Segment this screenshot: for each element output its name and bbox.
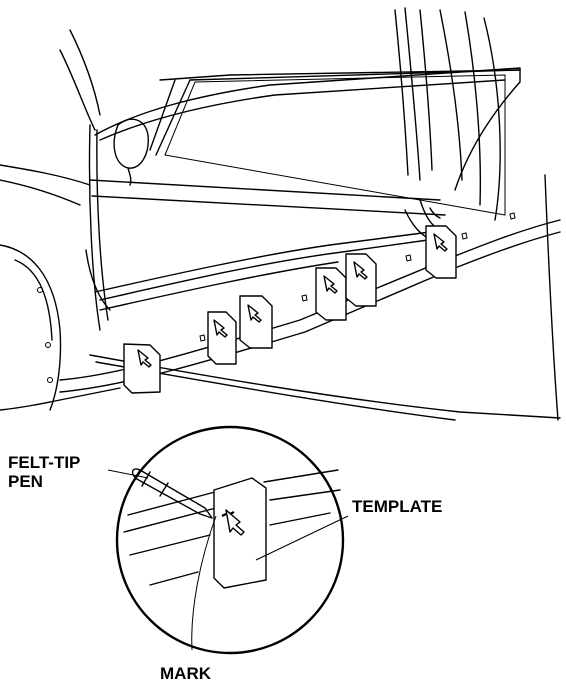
front-fender	[0, 29, 101, 411]
template-1	[123, 343, 161, 394]
mark-label: MARK	[160, 664, 211, 683]
template-4	[315, 267, 347, 321]
template-2	[207, 311, 237, 365]
felt-tip-pen-label-line1: FELT-TIP	[8, 453, 81, 472]
felt-tip-pen-label: FELT-TIP PEN	[8, 453, 80, 491]
sill-templates	[123, 225, 457, 394]
front-door	[0, 67, 561, 421]
template-label: TEMPLATE	[352, 497, 443, 516]
detail-magnifier	[115, 425, 345, 655]
template-3	[239, 295, 273, 349]
leader-lines	[107, 469, 349, 651]
template-5	[345, 253, 377, 307]
roof-pillar-lines	[394, 7, 501, 221]
felt-tip-pen-label-line2: PEN	[8, 472, 43, 491]
template-6	[425, 225, 457, 279]
